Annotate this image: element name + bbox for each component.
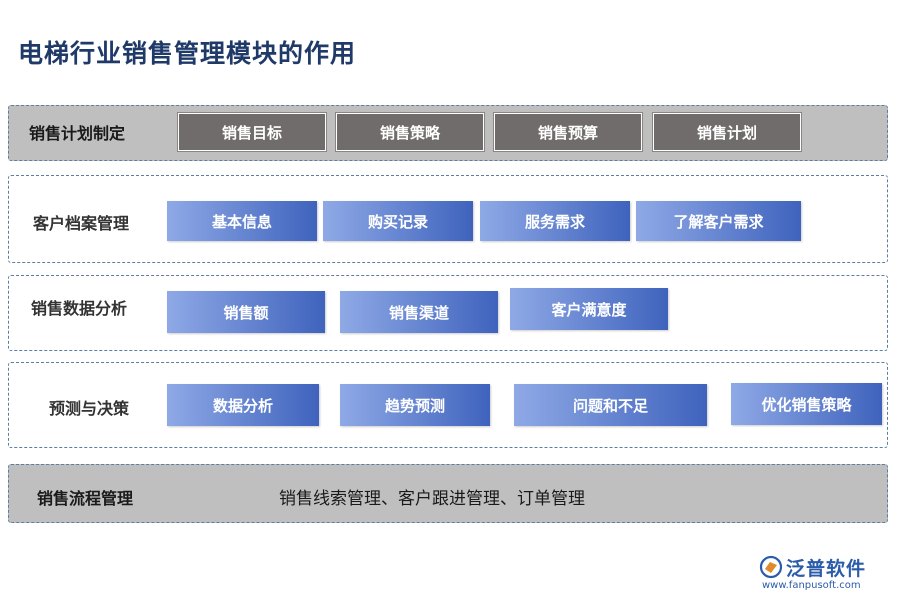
item-box: 了解客户需求 bbox=[636, 201, 801, 241]
item-box: 趋势预测 bbox=[340, 384, 490, 426]
section-label: 预测与决策 bbox=[49, 399, 130, 418]
item-box: 销售额 bbox=[167, 291, 325, 333]
section-sales-data: 销售数据分析 销售额 销售渠道 客户满意度 bbox=[8, 275, 888, 351]
section-forecast: 预测与决策 数据分析 趋势预测 问题和不足 优化销售策略 bbox=[8, 362, 888, 448]
section-sales-plan: 销售计划制定 销售目标 销售策略 销售预算 销售计划 bbox=[8, 105, 888, 161]
item-box: 客户满意度 bbox=[510, 288, 668, 330]
item-box: 服务需求 bbox=[480, 201, 630, 241]
section-label: 销售流程管理 bbox=[37, 489, 134, 508]
brand-url: www.fanpusoft.com bbox=[762, 580, 861, 591]
item-box: 销售预算 bbox=[494, 113, 642, 151]
item-box: 销售计划 bbox=[653, 113, 801, 151]
section-label: 销售数据分析 bbox=[31, 299, 128, 318]
item-box: 销售目标 bbox=[178, 113, 326, 151]
item-box: 基本信息 bbox=[167, 201, 317, 241]
item-box: 购买记录 bbox=[323, 201, 473, 241]
process-text: 销售线索管理、客户跟进管理、订单管理 bbox=[279, 489, 585, 509]
item-box: 数据分析 bbox=[167, 384, 319, 426]
item-box: 优化销售策略 bbox=[731, 383, 882, 425]
section-label: 销售计划制定 bbox=[29, 124, 126, 143]
section-customer-archive: 客户档案管理 基本信息 购买记录 服务需求 了解客户需求 bbox=[8, 175, 888, 263]
item-box: 销售渠道 bbox=[340, 291, 498, 333]
brand-name: 泛普软件 bbox=[786, 558, 867, 580]
section-sales-process: 销售流程管理 销售线索管理、客户跟进管理、订单管理 bbox=[8, 464, 888, 523]
item-box: 销售策略 bbox=[336, 113, 484, 151]
brand-logo-block: 泛普软件 www.fanpusoft.com bbox=[758, 554, 888, 594]
brand-logo-icon bbox=[759, 555, 783, 579]
section-label: 客户档案管理 bbox=[33, 214, 130, 233]
page-title: 电梯行业销售管理模块的作用 bbox=[18, 39, 357, 68]
item-box: 问题和不足 bbox=[514, 384, 707, 426]
